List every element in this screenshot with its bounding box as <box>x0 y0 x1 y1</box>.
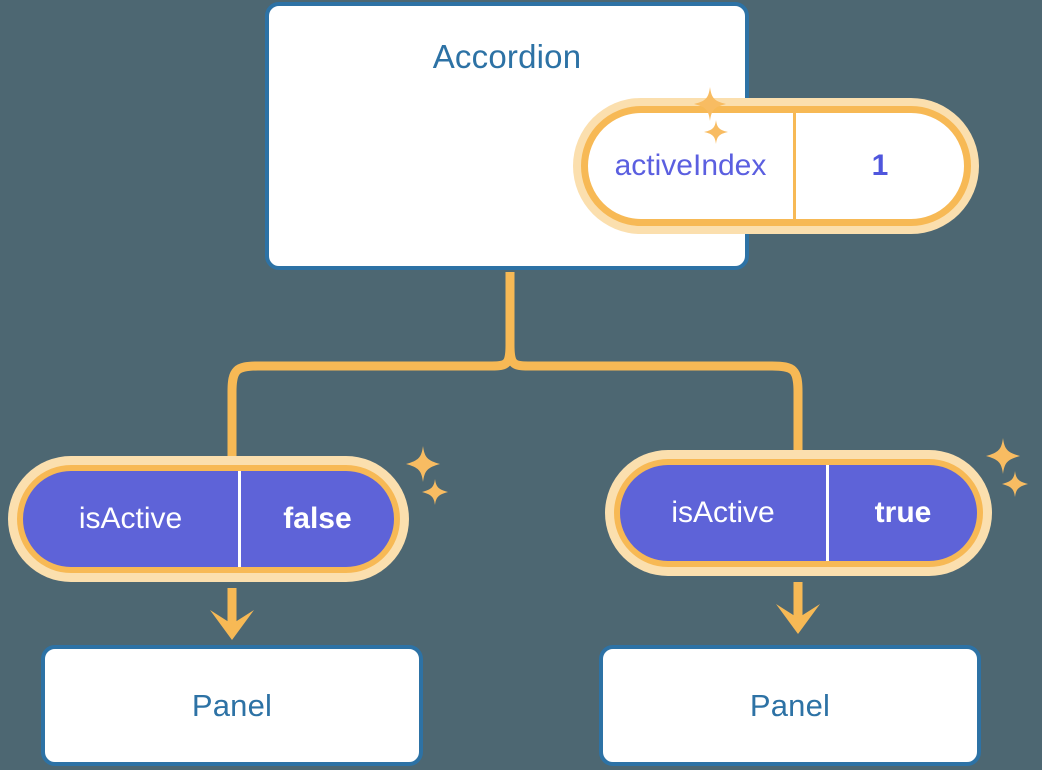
state-pill-value: 1 <box>871 149 889 182</box>
arrow-down-icon-right <box>776 582 820 634</box>
state-pill-key: isActive <box>620 465 829 561</box>
connector-branch-left <box>227 344 515 460</box>
state-pill-key: isActive <box>23 471 241 567</box>
state-pill-isactive-true[interactable]: isActive true <box>614 459 983 567</box>
node-accordion[interactable]: Accordion activeIndex 1 <box>265 2 971 270</box>
state-pill-key: activeIndex <box>588 113 796 219</box>
state-pill-value: false <box>283 502 352 535</box>
state-pill-activeindex[interactable]: activeIndex 1 <box>581 106 971 226</box>
arrow-down-icon-left <box>210 588 254 640</box>
panel-title: Panel <box>749 687 831 723</box>
sparkle-four-point-large-icon-right <box>986 438 1020 474</box>
page-title: Accordion <box>432 38 582 75</box>
sparkle-four-point-small-icon-left <box>422 479 448 505</box>
sparkle-four-point-large-icon-left <box>406 446 440 482</box>
state-pill-value: true <box>874 496 932 529</box>
node-panel-left[interactable]: Panel <box>41 645 423 766</box>
node-panel-right[interactable]: Panel <box>599 645 981 766</box>
panel-title: Panel <box>191 687 273 723</box>
state-pill-isactive-false[interactable]: isActive false <box>17 465 400 573</box>
sparkle-four-point-small-icon-right <box>1002 471 1028 497</box>
connector-branch-right <box>505 344 803 452</box>
